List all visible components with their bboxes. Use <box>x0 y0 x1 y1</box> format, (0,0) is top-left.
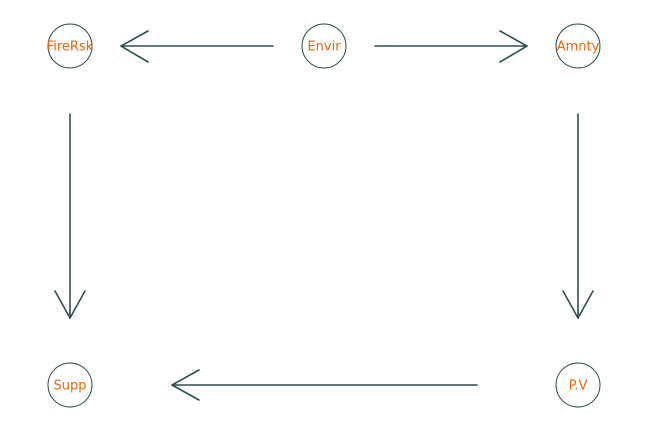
node-label: Envir <box>307 40 341 55</box>
node-circle <box>47 362 93 408</box>
edge-envir-to-amnty <box>374 30 528 63</box>
node-circle <box>555 362 601 408</box>
node-circle <box>301 23 347 69</box>
edge-envir-to-firersk <box>120 30 274 63</box>
node-amnty: Amnty <box>555 23 601 69</box>
edges <box>54 30 594 401</box>
node-pv: P.V <box>555 362 601 408</box>
node-firersk: FireRsk <box>47 23 94 69</box>
edge-firersk-to-supp <box>54 113 86 319</box>
node-supp: Supp <box>47 362 93 408</box>
node-label: FireRsk <box>47 40 94 55</box>
nodes: FireRsk Envir Amnty Supp P.V <box>47 23 601 408</box>
edge-amnty-to-pv <box>562 113 594 319</box>
node-circle <box>47 23 93 69</box>
node-label: Amnty <box>557 40 600 55</box>
node-envir: Envir <box>301 23 347 69</box>
node-circle <box>555 23 601 69</box>
edge-pv-to-supp <box>171 369 478 401</box>
node-label: Supp <box>54 379 87 394</box>
node-label: P.V <box>569 379 588 394</box>
